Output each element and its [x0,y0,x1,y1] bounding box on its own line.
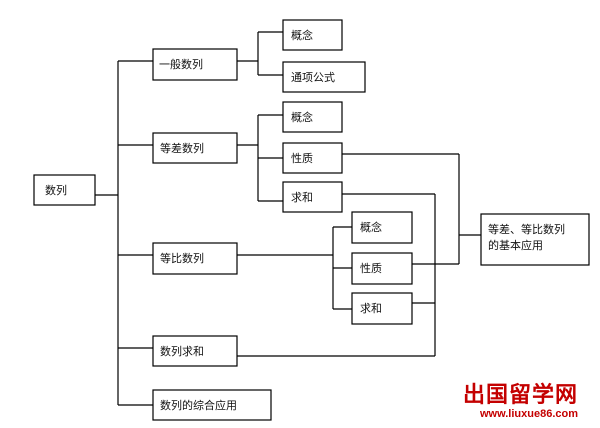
watermark: 出国留学网 www.liuxue86.com [463,385,578,420]
node-general-concept-label: 概念 [291,28,313,42]
node-geometric-sequence-label: 等比数列 [160,251,204,265]
node-arithmetic-concept: 概念 [282,101,343,133]
node-general-formula-label: 通项公式 [291,71,335,84]
node-arithmetic-property: 性质 [282,142,343,174]
node-arithmetic-sum: 求和 [282,181,343,213]
node-general-sequence-label: 一般数列 [159,57,203,71]
watermark-title: 出国留学网 [462,383,578,408]
node-geometric-sum-label: 求和 [360,302,382,315]
node-root: 数列 [33,174,96,206]
node-general-sequence: 一般数列 [152,48,238,81]
node-sequence-application-label: 数列的综合应用 [160,398,237,412]
node-geometric-concept: 概念 [351,211,413,244]
node-arithmetic-concept-label: 概念 [291,110,313,124]
node-basic-application: 等差、等比数列 的基本应用 [480,213,590,266]
node-sequence-application: 数列的综合应用 [152,389,272,421]
node-geometric-sequence: 等比数列 [152,242,238,275]
node-geometric-property-label: 性质 [360,261,382,275]
connector-lines [95,31,481,406]
node-general-formula: 通项公式 [282,61,366,93]
node-root-label: 数列 [45,183,67,197]
node-arithmetic-property-label: 性质 [291,151,313,165]
node-sequence-summation: 数列求和 [152,335,238,367]
watermark-url: www.liuxue86.com [479,408,578,420]
node-arithmetic-sequence: 等差数列 [152,132,238,164]
node-geometric-property: 性质 [351,252,413,285]
node-sequence-summation-label: 数列求和 [160,344,204,358]
node-general-concept: 概念 [282,19,343,51]
node-arithmetic-sum-label: 求和 [291,191,313,204]
node-basic-application-line2: 的基本应用 [488,238,543,252]
node-geometric-sum: 求和 [351,292,413,325]
node-geometric-concept-label: 概念 [360,220,382,234]
node-arithmetic-sequence-label: 等差数列 [160,141,204,155]
node-basic-application-line1: 等差、等比数列 [488,222,565,236]
